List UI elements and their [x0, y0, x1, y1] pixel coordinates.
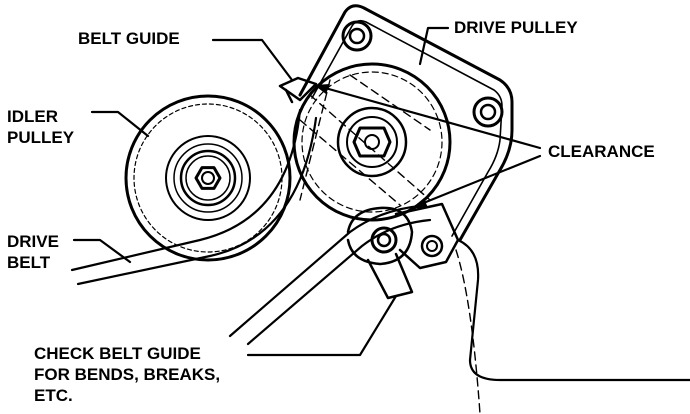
check-belt-guide-label: CHECK BELT GUIDE FOR BENDS, BREAKS, ETC. — [34, 343, 220, 406]
drive-belt-label: DRIVE BELT — [7, 231, 59, 273]
belt-guide-tab — [278, 76, 318, 104]
check-belt-guide-line-3: ETC. — [34, 386, 73, 405]
drive-pulley-text: DRIVE PULLEY — [454, 18, 578, 37]
clearance-text: CLEARANCE — [548, 142, 655, 161]
mounting-bracket — [298, 4, 514, 242]
belt-guide-text: BELT GUIDE — [78, 29, 180, 48]
idler-pulley-line-2: PULLEY — [7, 128, 75, 147]
belt-guide-label: BELT GUIDE — [78, 28, 180, 49]
clearance-label: CLEARANCE — [548, 141, 655, 162]
lower-bracket — [346, 202, 690, 414]
check-belt-guide-line-1: CHECK BELT GUIDE — [34, 344, 201, 363]
bracket-bolt-right — [472, 96, 504, 128]
drive-pulley-label: DRIVE PULLEY — [454, 17, 578, 38]
bracket-bolt-top — [341, 20, 373, 52]
idler-pulley-label: IDLER PULLEY — [7, 106, 74, 148]
idler-pulley — [124, 94, 292, 262]
clearance-arrows — [314, 84, 542, 208]
drive-belt — [70, 108, 432, 346]
check-belt-guide-line-2: FOR BENDS, BREAKS, — [34, 365, 221, 384]
drive-belt-line-2: BELT — [7, 253, 51, 272]
leader-lines — [72, 26, 450, 357]
idler-pulley-line-1: IDLER — [7, 107, 58, 126]
drive-belt-line-1: DRIVE — [7, 232, 59, 251]
